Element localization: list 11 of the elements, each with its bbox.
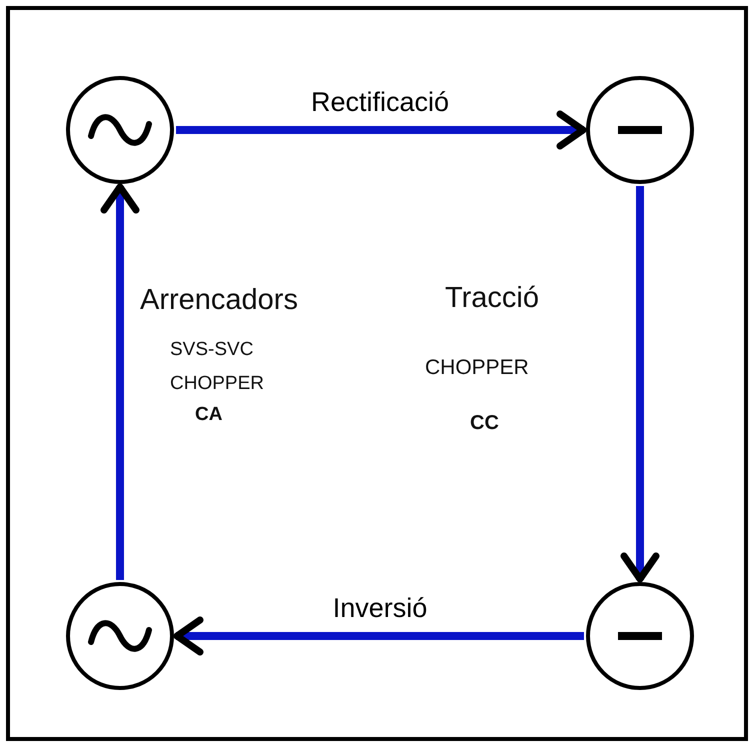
text-label: CA xyxy=(195,405,222,424)
arrow xyxy=(176,110,586,150)
text-label: Arrencadors xyxy=(140,286,298,315)
text-label: Tracció xyxy=(445,284,539,313)
arrow xyxy=(174,616,584,656)
arrow xyxy=(100,184,140,580)
text-label: CC xyxy=(470,413,499,433)
arrow xyxy=(620,186,660,582)
text-label: CHOPPER xyxy=(170,374,264,393)
text-label: CHOPPER xyxy=(425,357,529,378)
text-label: SVS-SVC xyxy=(170,340,254,359)
